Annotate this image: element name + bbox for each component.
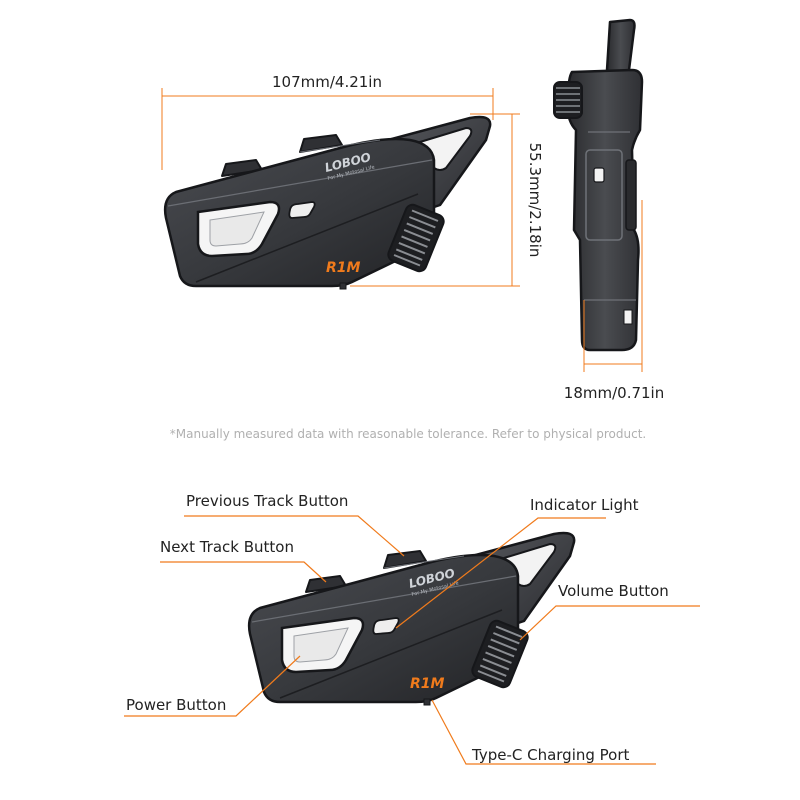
callout-lines (124, 515, 700, 765)
depth-dimension (583, 200, 643, 372)
callout-next-track: Next Track Button (160, 538, 294, 556)
callout-previous-track: Previous Track Button (186, 492, 348, 510)
callout-volume: Volume Button (558, 582, 669, 600)
callout-power: Power Button (126, 696, 226, 714)
width-dimension (161, 88, 494, 170)
callout-indicator-light: Indicator Light (530, 496, 639, 514)
side-view-device (553, 18, 644, 352)
width-label: 107mm/4.21in (272, 73, 382, 91)
depth-label: 18mm/0.71in (564, 384, 664, 402)
device-model-label: R1M (326, 260, 361, 276)
callout-type-c: Type-C Charging Port (471, 746, 630, 764)
height-label: 55.3mm/2.18in (526, 143, 544, 258)
height-dimension (350, 113, 520, 287)
device-model-label-bottom: R1M (410, 676, 445, 692)
tolerance-note: *Manually measured data with reasonable … (170, 427, 647, 441)
